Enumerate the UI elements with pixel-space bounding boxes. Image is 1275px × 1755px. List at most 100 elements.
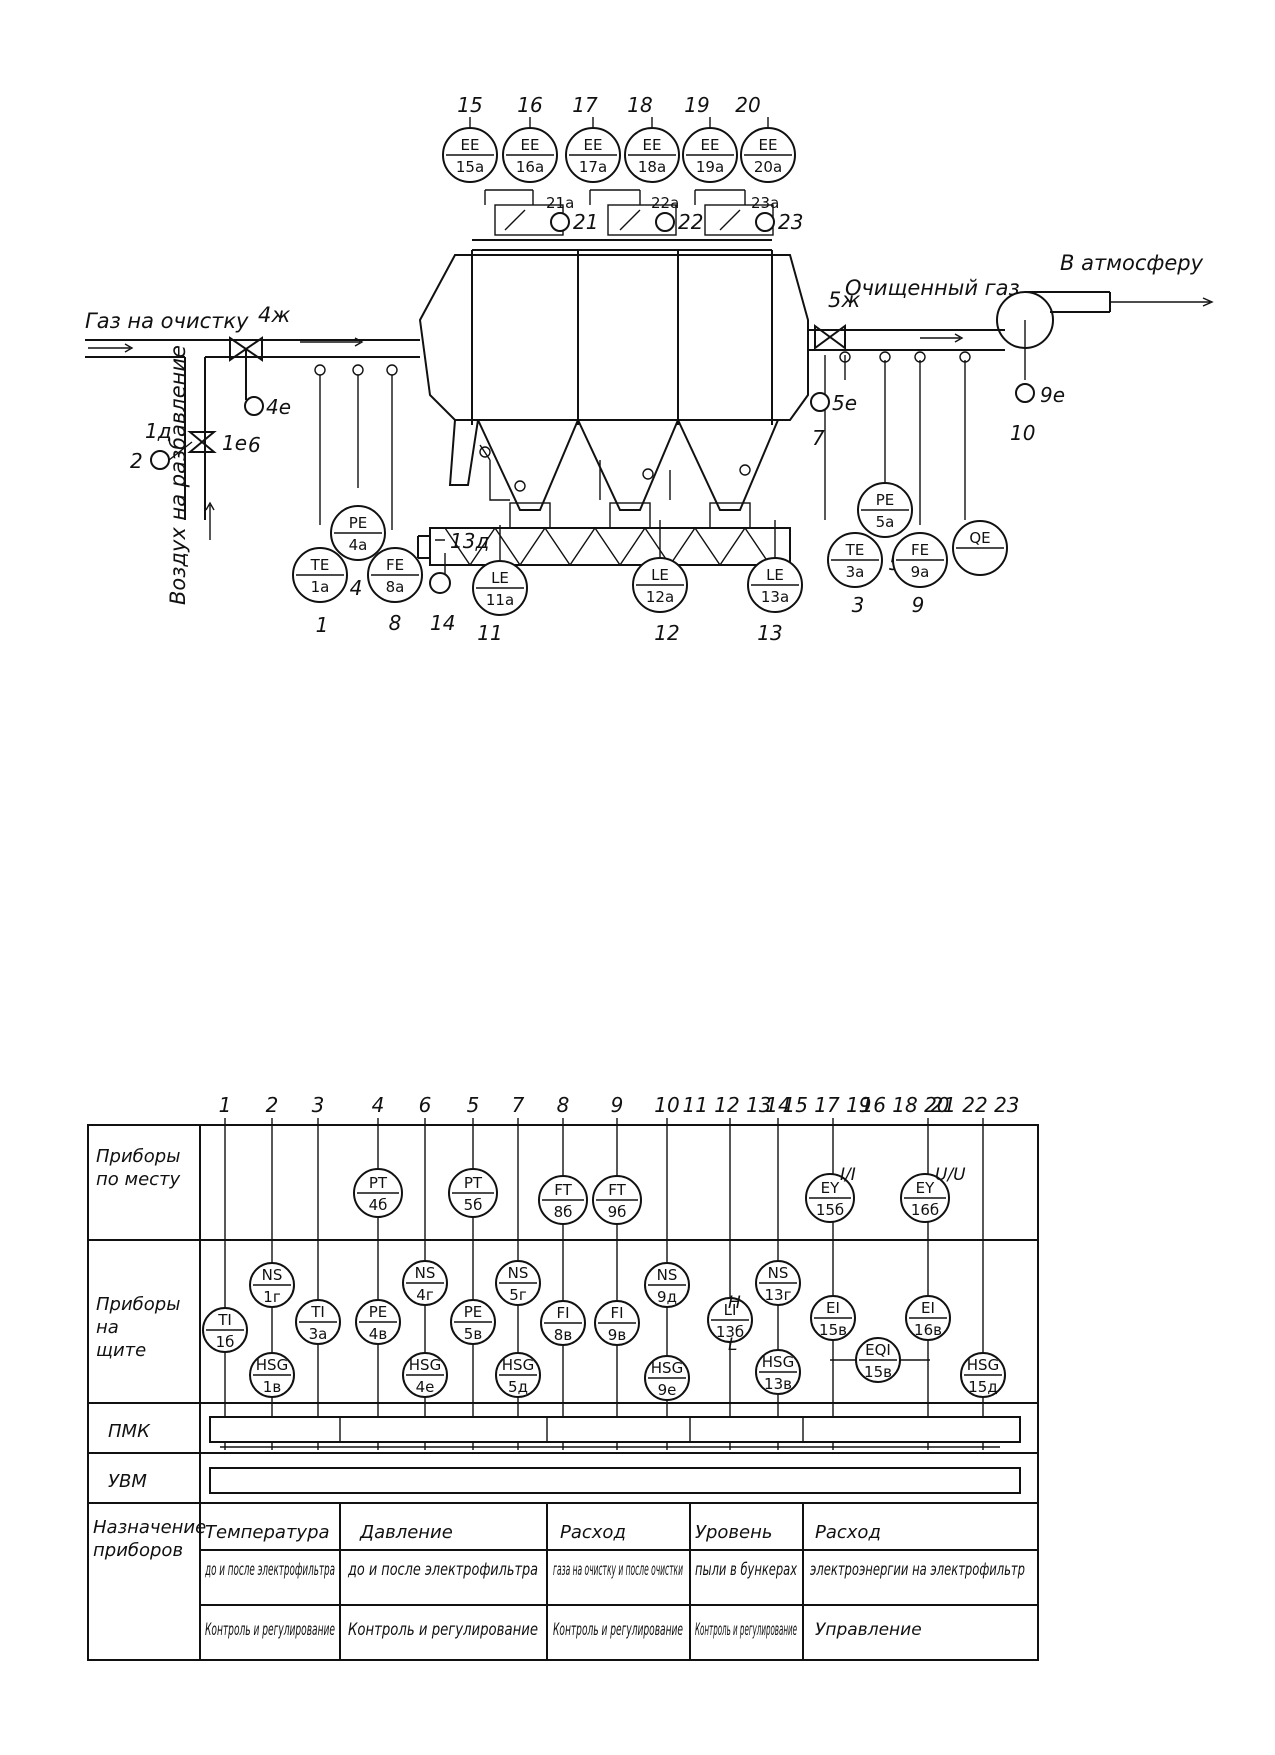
gas-outlet-line	[808, 291, 1214, 380]
row-uvm-label: УВМ	[108, 1471, 147, 1492]
air-valve-icon[interactable]	[187, 431, 217, 453]
field-bubble-ee20-code: EE	[759, 136, 778, 154]
table-panel-device-17-code: EI	[826, 1299, 840, 1317]
column-number: 14	[765, 1093, 790, 1117]
table-panel-device-18-tag: 15в	[864, 1363, 892, 1381]
marker-1e-tag: 1е	[222, 431, 247, 455]
table-panel-device-8-tag: 5г	[509, 1286, 527, 1304]
table-panel-device-1-code: NS	[262, 1266, 283, 1284]
table-panel-device-7-tag: 5в	[464, 1325, 482, 1343]
field-number-ee15: 15	[457, 93, 482, 117]
table-field-device-0-tag: 4б	[369, 1196, 388, 1214]
field-bubble-ee18-code: EE	[643, 136, 662, 154]
process-diagram: Газ на очистку 4ж 5ж Очищенный газ В атм…	[85, 93, 1214, 645]
field-bubble-ee17-code: EE	[584, 136, 603, 154]
purpose-energy-role: Управление	[815, 1620, 922, 1640]
field-bubble-pe4-tag: 4а	[349, 536, 368, 554]
table-panel-device-4-tag: 4в	[369, 1325, 387, 1343]
table-field-device-2-tag: 8б	[554, 1203, 573, 1221]
table-panel-device-13-code: HSG	[651, 1359, 683, 1377]
field-bubble-qe[interactable]: QE	[952, 520, 1008, 576]
column-number: 9	[611, 1093, 624, 1117]
table-panel-device-2-code: HSG	[256, 1356, 288, 1374]
table-panel-device-20-code: HSG	[967, 1356, 999, 1374]
table-panel-device-11-tag: 9в	[608, 1326, 626, 1344]
clean-gas-label: Очищенный газ	[845, 276, 1020, 300]
table-field-device-5-tag: 16б	[911, 1201, 939, 1219]
purpose-pressure-title: Давление	[359, 1522, 453, 1543]
table-panel-device-15-code: NS	[768, 1264, 789, 1282]
outlet-valve-icon[interactable]	[814, 324, 846, 350]
purpose-level-role: Контроль и регулирование	[695, 1620, 797, 1640]
table-panel-device-3-tag: 3а	[309, 1325, 328, 1343]
field-bubble-ee19-code: EE	[701, 136, 720, 154]
table-panel-device-16-code: HSG	[762, 1353, 794, 1371]
row-pmk-label: ПМК	[108, 1421, 151, 1442]
table-panel-device-7[interactable]: PE 5в	[450, 1299, 496, 1345]
purpose-pressure-role: Контроль и регулирование	[348, 1620, 538, 1640]
to-atmosphere-label: В атмосферу	[1060, 251, 1204, 275]
purpose-level-desc: пыли в бункерах	[695, 1560, 798, 1580]
low-mark: L	[728, 1335, 737, 1355]
table-panel-device-12-code: NS	[657, 1266, 678, 1284]
purpose-flow-role: Контроль и регулирование	[553, 1620, 683, 1640]
field-bubble-te1-tag: 1а	[311, 578, 330, 596]
gas-inlet-line	[85, 336, 420, 540]
field-bubble-qe-code: QE	[969, 529, 990, 547]
field-bubble-pe5-tag: 5а	[876, 513, 895, 531]
field-bubble-te3-code: TE	[845, 541, 865, 559]
purpose-temperature-role: Контроль и регулирование	[205, 1620, 335, 1640]
small-markers: 1д 2 1е 6 4е 5е 7 9е 10 13д 14	[130, 383, 1065, 635]
table-panel-device-6-code: HSG	[409, 1356, 441, 1374]
purpose-flow-title: Расход	[560, 1522, 626, 1543]
row-panel-label-1: Приборы	[96, 1294, 180, 1315]
inlet-valve-icon[interactable]	[229, 336, 263, 362]
table-panel-device-7-code: PE	[464, 1303, 483, 1321]
